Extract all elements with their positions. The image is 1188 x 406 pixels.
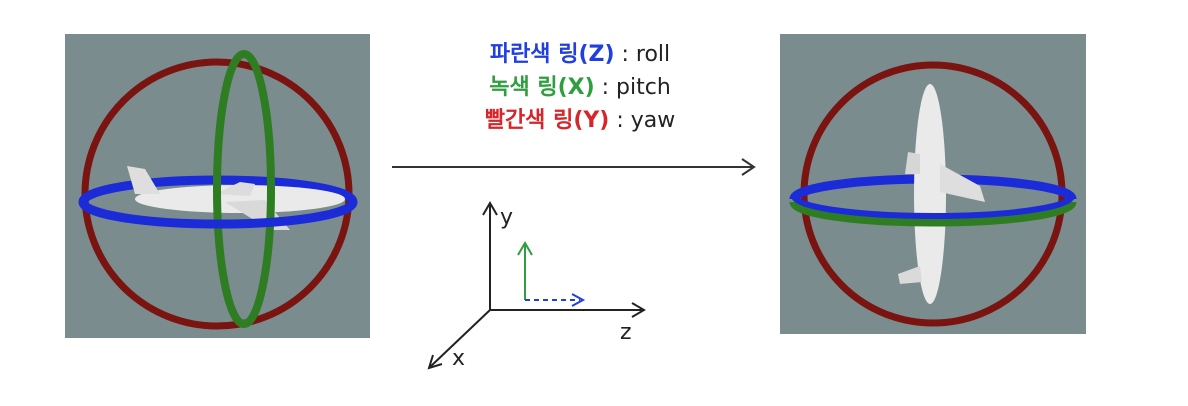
green-ring-pitch bbox=[213, 50, 275, 328]
green-ring-pitch bbox=[789, 200, 1077, 227]
legend-line-yaw: 빨간색 링(Y) : yaw bbox=[430, 104, 730, 137]
red-ring-label: 빨간색 링(Y) bbox=[484, 108, 610, 133]
green-ring-label: 녹색 링(X) bbox=[489, 75, 595, 100]
pitch-label: : pitch bbox=[594, 75, 671, 100]
ring-legend: 파란색 링(Z) : roll 녹색 링(X) : pitch 빨간색 링(Y)… bbox=[430, 38, 730, 137]
blue-ring-roll bbox=[78, 201, 358, 229]
axis-diagram bbox=[427, 201, 646, 370]
gimbal-before-panel bbox=[65, 34, 370, 338]
z-axis-label: z bbox=[620, 320, 632, 345]
blue-ring-roll bbox=[791, 195, 1075, 219]
transition-arrow bbox=[392, 158, 756, 176]
x-axis bbox=[429, 309, 491, 368]
roll-label: : roll bbox=[614, 42, 671, 67]
x-axis-label: x bbox=[452, 346, 466, 371]
legend-line-roll: 파란색 링(Z) : roll bbox=[430, 38, 730, 71]
legend-line-pitch: 녹색 링(X) : pitch bbox=[430, 71, 730, 104]
airplane bbox=[898, 84, 985, 304]
y-axis-label: y bbox=[500, 205, 514, 230]
yaw-label: : yaw bbox=[609, 108, 676, 133]
gimbal-after-panel bbox=[780, 34, 1086, 334]
blue-ring-label: 파란색 링(Z) bbox=[489, 42, 615, 67]
